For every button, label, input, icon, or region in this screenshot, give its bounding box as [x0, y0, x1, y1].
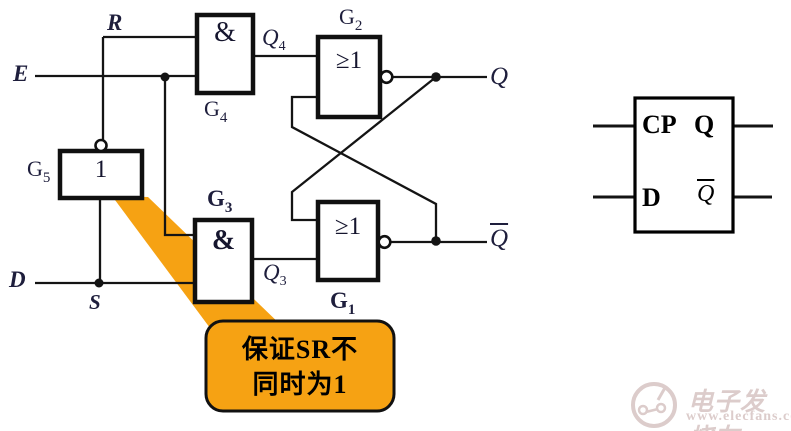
- g3-subscript: 3: [224, 200, 233, 216]
- ff-label-d: D: [642, 183, 661, 212]
- q4-base: Q: [262, 25, 279, 50]
- gate-label-g3: G3: [207, 187, 232, 216]
- junction-e: [160, 72, 170, 82]
- gate-g3-symbol: &: [211, 225, 236, 256]
- gate-g2-symbol: ≥1: [335, 47, 363, 74]
- gate-label-g2: G2: [339, 6, 362, 34]
- watermark-url: www.elecfans.com: [686, 409, 791, 424]
- gate-g4-box: [194, 12, 256, 96]
- gate-label-g1: G1: [330, 289, 355, 318]
- q3-base: Q: [263, 260, 280, 285]
- bubble-g5-input: [94, 138, 108, 153]
- signal-label-q3: Q3: [263, 261, 287, 289]
- signal-label-s: S: [89, 290, 101, 314]
- gate-g5-symbol: 1: [94, 156, 108, 183]
- signal-label-qbar: Q: [490, 225, 509, 252]
- callout-note: 保证SR不 同时为1: [208, 324, 392, 410]
- signal-label-r: R: [107, 10, 123, 35]
- bubble-g1-output: [377, 234, 392, 250]
- ff-label-qbar: Q: [697, 181, 715, 207]
- gate-g1-symbol: ≥1: [334, 213, 362, 240]
- wire-feedback-qbar-to-g2: [290, 95, 438, 241]
- g1-base: G: [330, 288, 348, 313]
- watermark-brand: 电子发烧友: [688, 389, 767, 431]
- g2-subscript: 2: [354, 18, 363, 34]
- gate-g5-box: [57, 148, 145, 201]
- flipflop-box: [633, 96, 735, 234]
- g1-subscript: 1: [347, 302, 356, 318]
- signal-label-q4: Q4: [262, 26, 286, 54]
- g4-base: G: [204, 96, 220, 121]
- junction-s: [94, 278, 104, 288]
- callout-line1: 保证SR不: [241, 334, 359, 364]
- gate-label-g4: G4: [204, 98, 227, 126]
- ff-label-q: Q: [694, 110, 715, 139]
- callout-bubble: [204, 319, 396, 413]
- q4-subscript: 4: [278, 39, 286, 54]
- signal-label-e: E: [13, 61, 29, 86]
- g5-subscript: 5: [42, 170, 51, 186]
- g2-base: G: [339, 4, 355, 29]
- junction-q: [431, 72, 441, 82]
- junction-qbar: [431, 236, 441, 246]
- g4-subscript: 4: [219, 110, 228, 126]
- q3-subscript: 3: [279, 274, 287, 289]
- wire-e-to-g3: [163, 77, 195, 237]
- wire-feedback-q-to-g1: [290, 76, 437, 222]
- junction-dots: [94, 72, 441, 288]
- elecfans-logo-icon: [631, 382, 677, 428]
- bubble-g2-output: [379, 69, 394, 85]
- callout-line2: 同时为1: [252, 370, 348, 399]
- watermark: 电子发烧友 www.elecfans.com: [628, 378, 791, 431]
- gate-label-g5: G5: [27, 158, 50, 186]
- signal-label-q: Q: [490, 63, 509, 90]
- gate-g4-symbol: &: [214, 17, 236, 48]
- g5-base: G: [27, 156, 43, 181]
- ff-label-cp: CP: [642, 110, 677, 139]
- signal-label-d: D: [9, 267, 26, 292]
- inversion-bubbles: [94, 69, 394, 250]
- gate-g3-box: [192, 217, 255, 305]
- gate-boxes: [57, 12, 383, 305]
- g3-base: G: [207, 186, 225, 211]
